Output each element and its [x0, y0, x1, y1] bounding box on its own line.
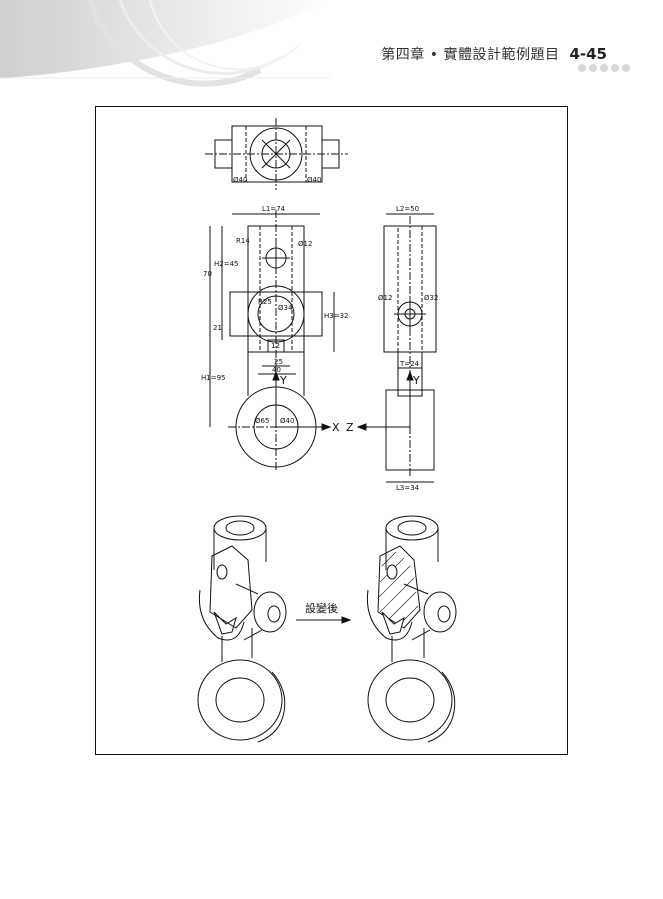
dim-d34: Ø34	[278, 304, 293, 312]
axis-x: X	[332, 421, 340, 434]
transition-arrow: 設變後	[296, 601, 352, 624]
top-view: Ø40 Ø40	[205, 118, 348, 190]
dim-h2: H2=45	[214, 260, 239, 268]
page-number: 4-45	[569, 45, 607, 63]
dim-d65: Ø65	[255, 417, 269, 425]
dim-l3: L3=34	[396, 484, 420, 492]
dim-21: 21	[213, 324, 222, 332]
transition-label: 設變後	[305, 601, 338, 615]
front-view: L1=74 R14 Ø12 70 H2=45 R25 Ø34 21 H3=32 …	[201, 205, 349, 472]
header-dots	[578, 64, 630, 72]
side-view: L2=50 Ø12 Ø32 T=24 L3=34 Y Z	[346, 205, 438, 492]
dim-l1: L1=74	[262, 205, 286, 213]
dim-40: 40	[272, 366, 281, 374]
dim-r25: R25	[258, 298, 272, 306]
dim-12: 12	[271, 342, 280, 350]
dim-h1: H1=95	[201, 374, 226, 382]
top-dim-right: Ø40	[307, 176, 321, 184]
axis-y-side: Y	[412, 374, 420, 387]
dim-side-d12: Ø12	[378, 294, 392, 302]
dim-l2: L2=50	[396, 205, 419, 213]
top-dim-left: Ø40	[233, 176, 247, 184]
dim-h3: H3=32	[324, 312, 349, 320]
dim-70: 70	[203, 270, 212, 278]
dim-side-d32: Ø32	[424, 294, 438, 302]
dim-25: 25	[274, 358, 283, 366]
axis-z: Z	[346, 421, 354, 434]
dim-d12: Ø12	[298, 240, 312, 248]
chapter-title: 第四章 • 實體設計範例題目	[381, 47, 560, 63]
page-header: 第四章 • 實體設計範例題目 4-45	[381, 44, 607, 64]
dim-t: T=24	[399, 360, 420, 368]
dim-d40: Ø40	[280, 417, 294, 425]
isometric-before	[197, 515, 287, 743]
dim-r14: R14	[236, 237, 250, 245]
drawing-frame	[95, 106, 568, 755]
axis-y-front: Y	[279, 374, 287, 387]
isometric-after	[366, 515, 457, 743]
